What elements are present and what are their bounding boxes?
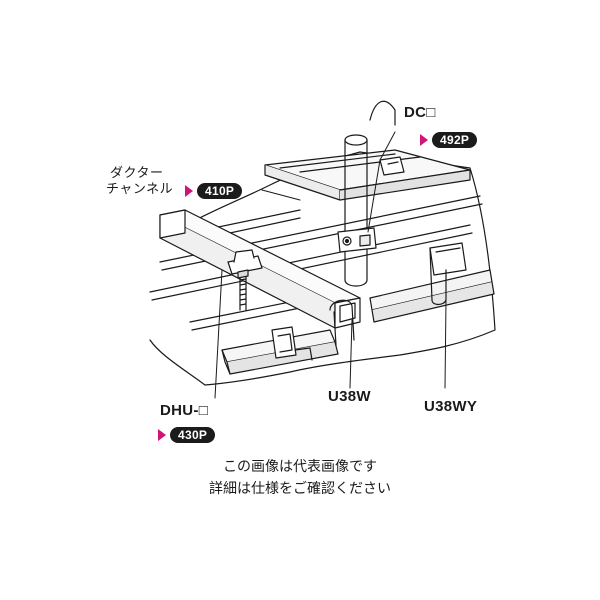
dc-label: DC□ <box>404 104 436 121</box>
caption-line2: 詳細は仕様をご確認ください <box>209 481 391 497</box>
arrow-right-icon <box>420 134 428 146</box>
duct-label-line1: ダクター <box>110 166 164 181</box>
rails <box>149 195 483 331</box>
arrow-right-icon <box>158 429 166 441</box>
u38w-clip <box>271 326 313 361</box>
conduit-pipe <box>344 100 396 287</box>
dc-page: 492P <box>432 132 478 148</box>
duct-page-tag[interactable]: 410P <box>185 183 243 199</box>
u38wy-label: U38WY <box>424 398 478 415</box>
caption-line1: この画像は代表画像です <box>223 459 377 475</box>
top-clip <box>379 156 405 176</box>
arrow-right-icon <box>185 185 193 197</box>
dhu-page-tag[interactable]: 430P <box>158 427 216 443</box>
duct-label-line2: チャンネル <box>106 182 174 197</box>
u38w-label: U38W <box>328 388 371 405</box>
dhu-page: 430P <box>170 427 216 443</box>
dhu-hanger <box>227 249 263 311</box>
dhu-label: DHU-□ <box>160 402 209 419</box>
u38w-saddle <box>329 299 355 346</box>
u38wy-saddle <box>429 242 467 306</box>
duct-page: 410P <box>197 183 243 199</box>
leader-lines <box>214 131 447 399</box>
dc-clamp <box>337 227 377 253</box>
dc-page-tag[interactable]: 492P <box>420 132 478 148</box>
